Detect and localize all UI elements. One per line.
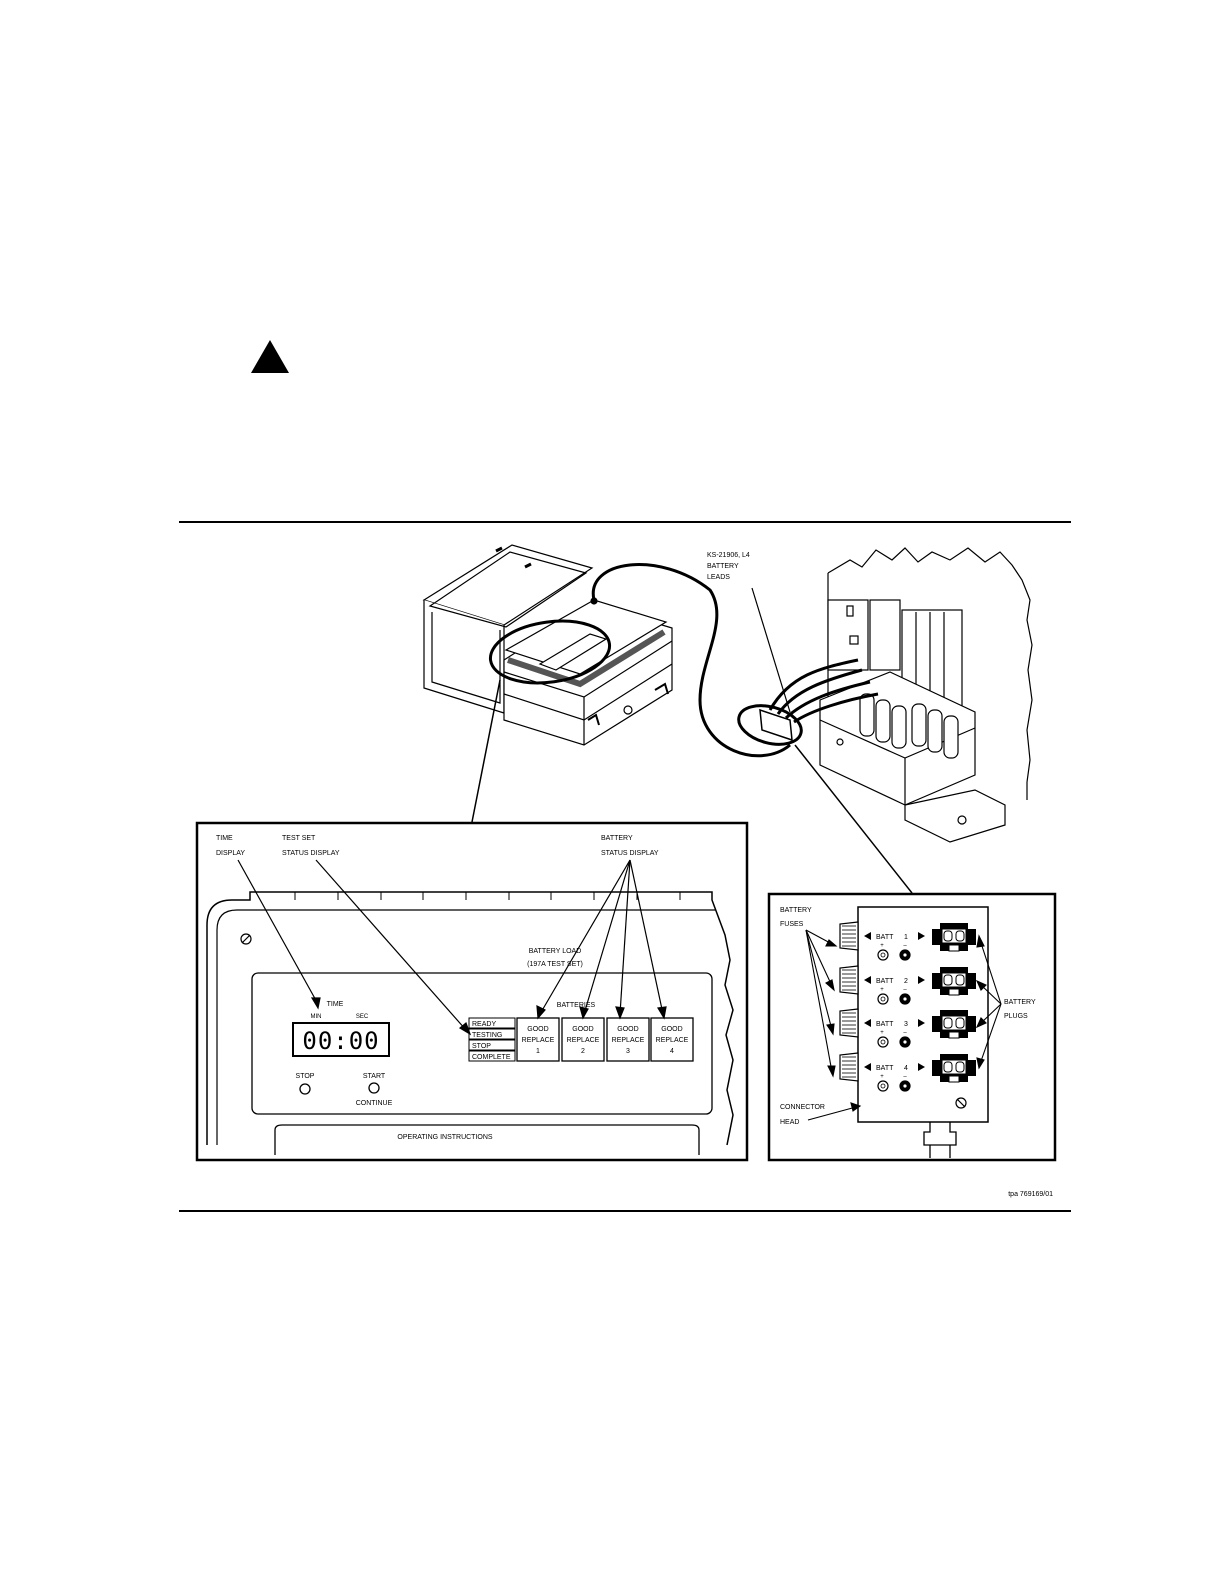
connector-head-detail: BATT 1 + – BATT 2 + – BATT 3 + – BATT 4 + – BATTERY FUS… [767, 892, 1057, 1162]
battery-fuse[interactable] [839, 965, 859, 995]
plus-label: + [880, 1074, 884, 1080]
batt-number: 2 [904, 978, 908, 985]
panel-callout-arrows [237, 859, 667, 1036]
connector-zoom-leader [794, 744, 913, 894]
test-set-case-illustration [422, 544, 673, 746]
battery-fuse[interactable] [839, 1052, 859, 1082]
connector-row: BATT 4 + – [839, 1052, 976, 1092]
panel-zoom-leader [471, 679, 501, 823]
min-label: MIN [311, 1014, 322, 1020]
minus-label: – [903, 987, 907, 993]
time-display [292, 1022, 390, 1057]
connector-row: BATT 3 + – [839, 1008, 976, 1048]
test-set-status-list: READY TESTING STOP COMPLETE [468, 1017, 516, 1062]
battery-cabinet-illustration [737, 547, 1033, 843]
batt-label: BATT [876, 1065, 894, 1072]
status-display-callout-line-1: TEST SET [282, 835, 316, 842]
battery-plugs-callout-line-2: PLUGS [1004, 1013, 1028, 1020]
status-complete: COMPLETE [472, 1054, 511, 1061]
battery-fuses-callout-line-1: BATTERY [780, 907, 812, 914]
plus-label: + [880, 987, 884, 993]
front-panel-detail: OPERATING INSTRUCTIONS BATTERY LOAD (197… [195, 821, 749, 1162]
battery-fuse[interactable] [839, 921, 859, 951]
connector-head-callout-line-2: HEAD [780, 1119, 799, 1126]
batt-number: 1 [904, 934, 908, 941]
plus-label: + [880, 943, 884, 949]
plus-label: + [880, 1030, 884, 1036]
arrow-right-icon [918, 932, 925, 940]
arrow-left-icon [864, 1063, 871, 1071]
stop-button[interactable] [299, 1083, 311, 1095]
callout-line: LEADS [707, 574, 730, 581]
battery-leads-callout: KS-21906, L4 BATTERY LEADS [707, 552, 750, 581]
continue-label: CONTINUE [356, 1100, 393, 1107]
battery-1-replace: REPLACE [522, 1037, 555, 1044]
callout-line: KS-21906, L4 [707, 552, 750, 559]
battery-4-number: 4 [670, 1048, 674, 1055]
start-continue-button[interactable] [368, 1082, 380, 1094]
battery-3-number: 3 [626, 1048, 630, 1055]
minus-label: – [903, 1030, 907, 1036]
sec-label: SEC [356, 1014, 369, 1020]
batt-label: BATT [876, 978, 894, 985]
time-display-value: 00:00 [302, 1027, 379, 1055]
batt-number: 4 [904, 1065, 908, 1072]
arrow-right-icon [918, 1019, 925, 1027]
battery-fuse[interactable] [839, 1008, 859, 1038]
battery-status-callout-line-2: STATUS DISPLAY [601, 850, 659, 857]
battery-1-number: 1 [536, 1048, 540, 1055]
minus-label: – [903, 943, 907, 949]
batteries-heading: BATTERIES [557, 1002, 596, 1009]
battery-1-good: GOOD [527, 1026, 548, 1033]
status-stop: STOP [472, 1043, 491, 1050]
time-display-callout-line-1: TIME [216, 835, 233, 842]
status-testing: TESTING [472, 1032, 502, 1039]
batt-label: BATT [876, 934, 894, 941]
battery-4-good: GOOD [661, 1026, 682, 1033]
panel-title-line-1: BATTERY LOAD [529, 948, 582, 955]
battery-2-number: 2 [581, 1048, 585, 1055]
callout-line: BATTERY [707, 563, 739, 570]
battery-2-replace: REPLACE [567, 1037, 600, 1044]
batt-number: 3 [904, 1021, 908, 1028]
start-label: START [363, 1073, 386, 1080]
battery-3-good: GOOD [617, 1026, 638, 1033]
arrow-left-icon [864, 976, 871, 984]
figure-id: tpa 769169/01 [1008, 1191, 1053, 1198]
connector-head-callout-line-1: CONNECTOR [780, 1104, 825, 1111]
battery-plugs-callout-line-1: BATTERY [1004, 999, 1036, 1006]
status-display-callout-line-2: STATUS DISPLAY [282, 850, 340, 857]
arrow-right-icon [918, 1063, 925, 1071]
time-heading: TIME [327, 1001, 344, 1008]
battery-4-replace: REPLACE [656, 1037, 689, 1044]
stop-label: STOP [296, 1073, 315, 1080]
arrow-right-icon [918, 976, 925, 984]
battery-3-replace: REPLACE [612, 1037, 645, 1044]
battery-fuses-callout-line-2: FUSES [780, 921, 804, 928]
panel-title-line-2: (197A TEST SET) [527, 961, 583, 968]
time-display-callout-line-2: DISPLAY [216, 850, 245, 857]
connector-row: BATT 1 + – [839, 921, 976, 961]
arrow-left-icon [864, 932, 871, 940]
arrow-left-icon [864, 1019, 871, 1027]
battery-status-boxes: GOOD REPLACE 1 GOOD REPLACE 2 GOOD REPLA… [516, 1017, 694, 1062]
warning-triangle-icon [251, 340, 289, 373]
operating-instructions-label: OPERATING INSTRUCTIONS [397, 1134, 492, 1141]
battery-2-good: GOOD [572, 1026, 593, 1033]
status-ready: READY [472, 1021, 496, 1028]
battery-status-callout-line-1: BATTERY [601, 835, 633, 842]
batt-label: BATT [876, 1021, 894, 1028]
minus-label: – [903, 1074, 907, 1080]
connector-row: BATT 2 + – [839, 965, 976, 1005]
connector-callout-arrows [805, 929, 1002, 1121]
